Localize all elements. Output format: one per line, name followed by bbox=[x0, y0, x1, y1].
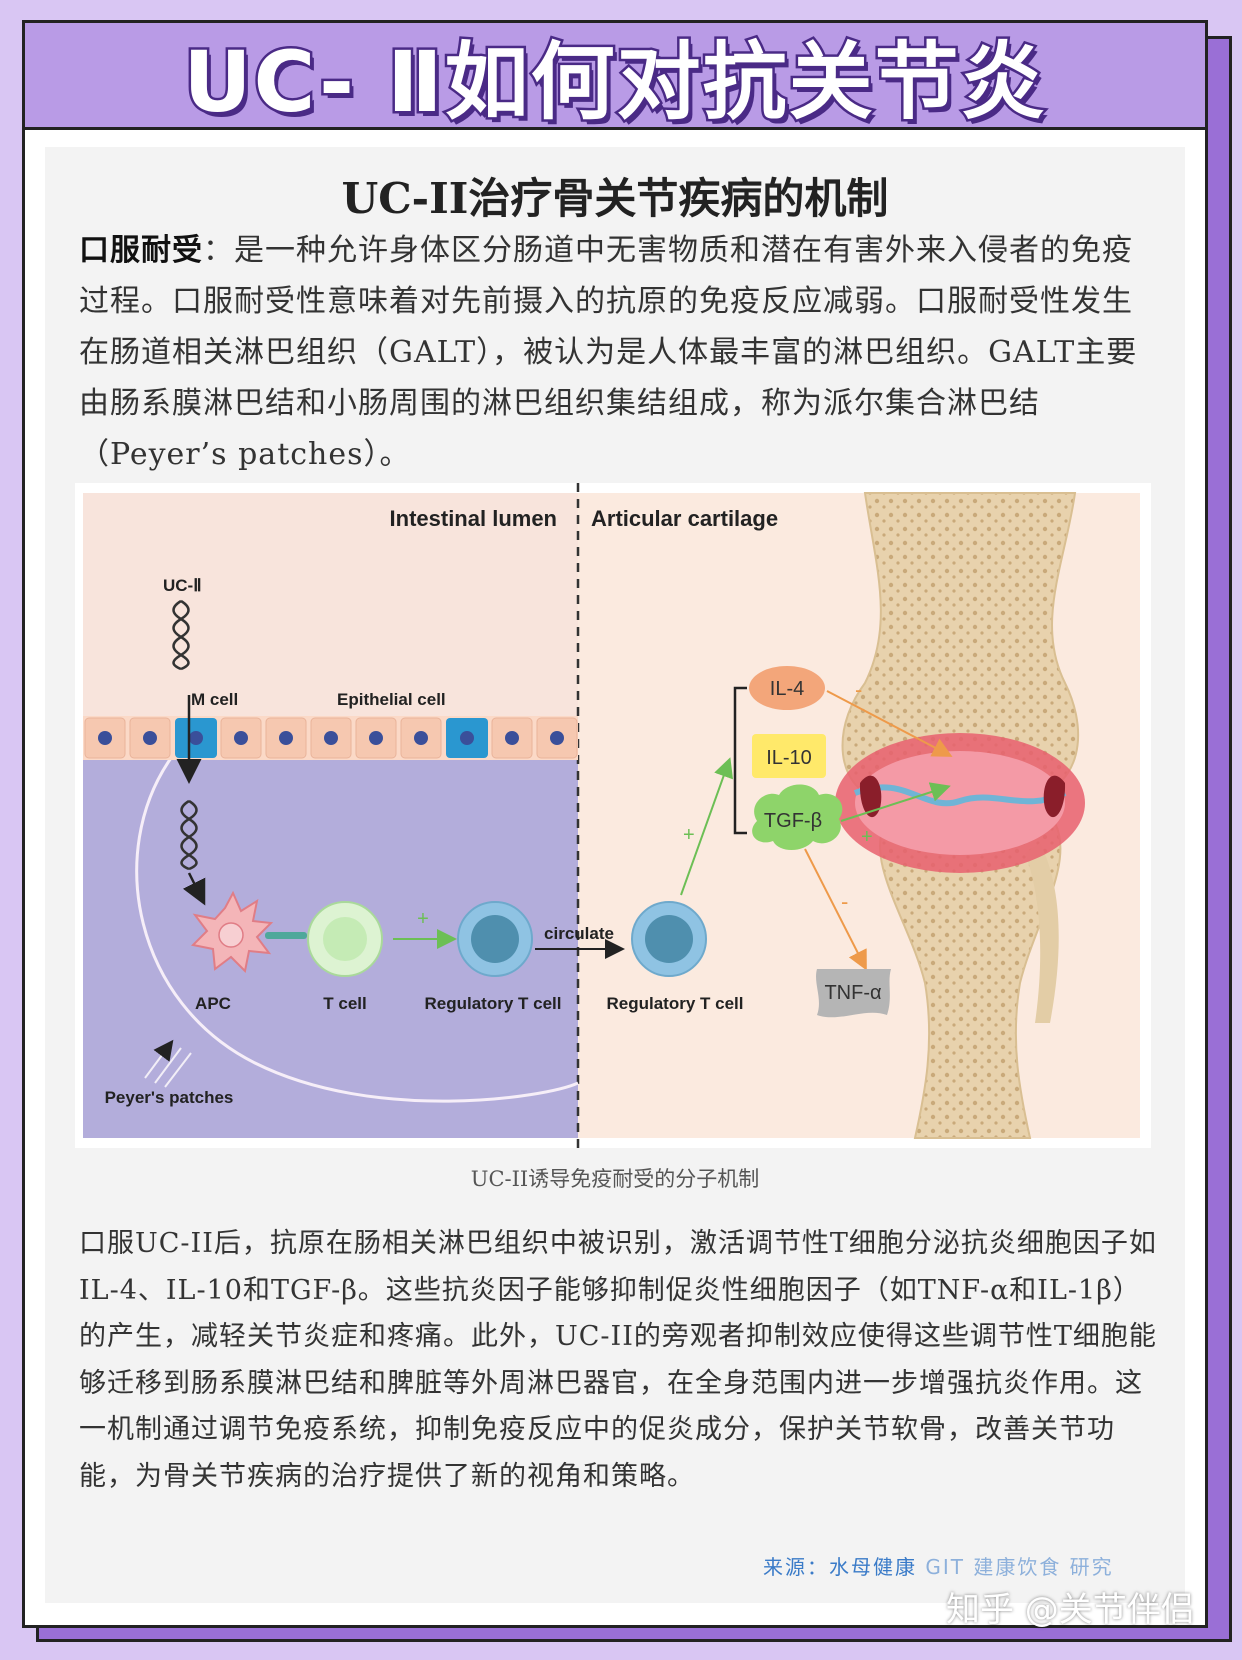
il4-badge bbox=[749, 666, 825, 710]
tgfb-badge bbox=[752, 784, 843, 850]
source-text: 来源：水母健康 bbox=[763, 1555, 917, 1579]
apc-label: APC bbox=[195, 994, 231, 1013]
mechanism-figure: Intestinal lumen Articular cartilage UC-… bbox=[75, 483, 1151, 1148]
cytokine-bracket bbox=[733, 686, 747, 835]
zhihu-watermark: 知乎 @关节伴侣 bbox=[946, 1590, 1195, 1630]
body-paragraph: 口服UC-II后，抗原在肠相关淋巴组织中被识别，激活调节性T细胞分泌抗炎细胞因子… bbox=[79, 1228, 1157, 1492]
tgfb-plus: + bbox=[861, 826, 873, 848]
il4-label: IL-4 bbox=[770, 678, 804, 700]
figure-caption: UC-II诱导免疫耐受的分子机制 bbox=[470, 1167, 760, 1191]
treg-left-nucleus bbox=[471, 915, 519, 963]
il4-arrow bbox=[826, 690, 953, 757]
treg-right-nucleus bbox=[645, 915, 693, 963]
epithelial-label: Epithelial cell bbox=[337, 690, 446, 709]
intro-paragraph: 口服耐受：是一种允许身体区分肠道中无害物质和潜在有害外来入侵者的免疫过程。口服耐… bbox=[79, 225, 1159, 480]
antigen-presentation bbox=[265, 932, 307, 939]
il4-minus: - bbox=[855, 677, 862, 702]
uc2-helix-bottom bbox=[180, 799, 198, 871]
antigen-arrow bbox=[182, 872, 206, 906]
apc-cell bbox=[190, 890, 274, 974]
section-subtitle: UC-II治疗骨关节疾病的机制 bbox=[341, 174, 889, 223]
lumen-label: Intestinal lumen bbox=[390, 506, 557, 531]
knee-joint bbox=[835, 492, 1085, 1139]
activation-plus: + bbox=[417, 908, 429, 930]
treg-right-label: Regulatory T cell bbox=[607, 994, 744, 1013]
m-cell-label: M cell bbox=[191, 690, 238, 709]
poster-card: UC- Ⅱ如何对抗关节炎 UC-II治疗骨关节疾病的机制 口服耐受：是一种允许身… bbox=[22, 20, 1208, 1628]
title-banner: UC- Ⅱ如何对抗关节炎 bbox=[25, 23, 1205, 133]
tnfa-label: TNF-α bbox=[824, 982, 881, 1004]
circulate-label: circulate bbox=[544, 924, 614, 943]
epithelial-layer bbox=[83, 716, 578, 760]
source-tail: GIT 建康饮食 研究 bbox=[925, 1555, 1114, 1579]
uc2-label: UC-Ⅱ bbox=[163, 576, 202, 595]
uc2-helix-top bbox=[172, 599, 190, 671]
tgfb-arrow bbox=[840, 782, 951, 822]
cartilage-label: Articular cartilage bbox=[591, 506, 778, 531]
treg-left-label: Regulatory T cell bbox=[425, 994, 562, 1013]
peyers-label: Peyer's patches bbox=[105, 1088, 234, 1107]
intro-term: 口服耐受 bbox=[79, 233, 203, 268]
tnfa-badge bbox=[816, 969, 891, 1018]
content-panel: UC-II治疗骨关节疾病的机制 口服耐受：是一种允许身体区分肠道中无害物质和潜在… bbox=[45, 147, 1185, 1603]
tgfb-label: TGF-β bbox=[764, 810, 822, 832]
il10-badge bbox=[752, 734, 826, 778]
poster-title: UC- Ⅱ如何对抗关节炎 bbox=[181, 30, 1047, 133]
tnfa-minus: - bbox=[841, 889, 848, 914]
peyers-patch-outline bbox=[135, 757, 579, 1103]
secretion-plus: + bbox=[683, 824, 695, 846]
source-credit: 来源：水母健康 GIT 建康饮食 研究 bbox=[763, 1551, 1114, 1580]
il10-label: IL-10 bbox=[766, 747, 812, 769]
tnfa-arrow bbox=[804, 848, 867, 971]
t-cell-nucleus bbox=[323, 917, 367, 961]
secretion-arrow bbox=[680, 757, 734, 896]
intro-text: ：是一种允许身体区分肠道中无害物质和潜在有害外来入侵者的免疫过程。口服耐受性意味… bbox=[79, 233, 1138, 472]
mechanism-diagram: Intestinal lumen Articular cartilage UC-… bbox=[83, 483, 1140, 1148]
t-cell-label: T cell bbox=[323, 994, 366, 1013]
peyers-arrows bbox=[144, 1039, 192, 1088]
